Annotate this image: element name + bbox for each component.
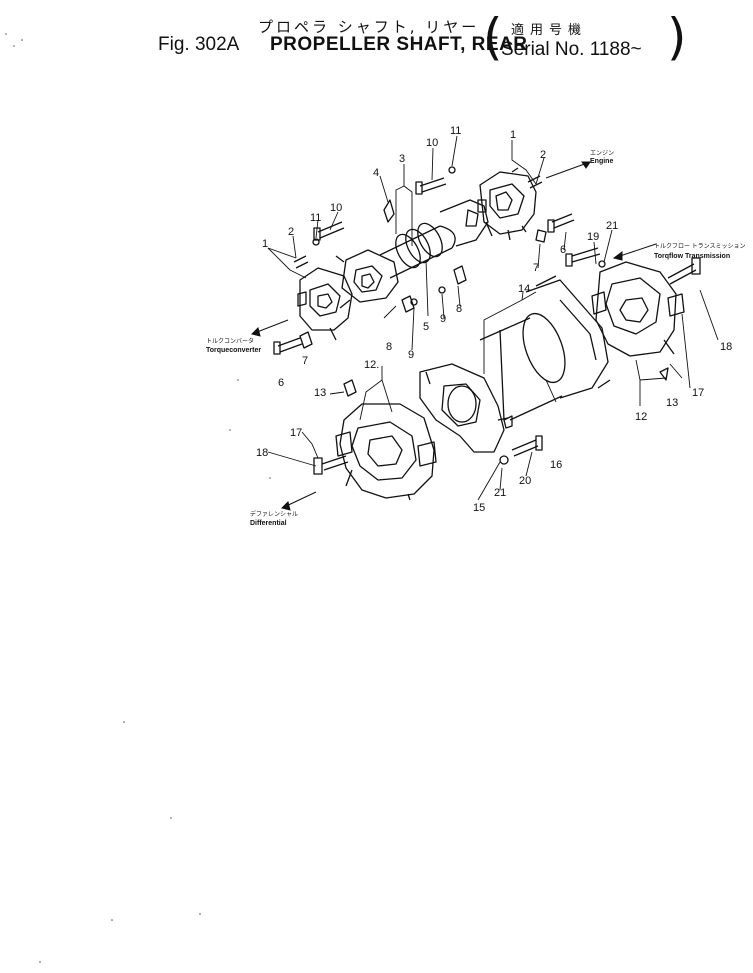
upper-shaft-tube [379, 199, 489, 279]
engine-label-jp: エンジン [590, 150, 614, 157]
callout-1-left: 1 [262, 238, 268, 250]
flange-yoke-torqflow-side [591, 261, 685, 357]
lower-shaft-tube [479, 275, 611, 421]
callout-9-left: 9 [408, 349, 414, 361]
callout-9-center: 9 [440, 313, 446, 325]
torqflow-label: Torqflow Transmission [654, 253, 730, 260]
callout-6-left: 6 [278, 377, 284, 389]
callout-4: 4 [373, 167, 379, 179]
callout-15: 15 [473, 502, 485, 514]
callout-11-left: 11 [310, 212, 321, 224]
callout-7-left: 7 [302, 355, 308, 367]
callout-8-center: 8 [456, 303, 462, 315]
leader-lines [267, 135, 719, 501]
direction-arrows [251, 161, 657, 511]
serial-number: Serial No. 1188~ [501, 39, 642, 60]
callout-13-left: 13 [314, 387, 326, 399]
flange-yoke-differential-side [335, 403, 437, 501]
callout-12-right: 12 [635, 411, 647, 423]
clip-13-right [659, 367, 669, 381]
page-title: PROPELLER SHAFT, REAR [270, 34, 528, 55]
callout-13-right: 13 [666, 397, 678, 409]
scan-noise [5, 33, 271, 963]
torqueconverter-label: Torqueconverter [206, 347, 261, 354]
callout-21-right: 21 [606, 220, 618, 232]
differential-label: Differential [250, 520, 287, 527]
callout-10-left: 10 [330, 202, 342, 214]
callout-18-left: 18 [256, 447, 268, 459]
callout-21-lower: 21 [494, 487, 506, 499]
left-paren-glyph: ( [483, 8, 503, 66]
callout-18-right: 18 [720, 341, 732, 353]
right-paren-glyph: ) [667, 8, 687, 66]
engine-label: Engine [590, 158, 613, 165]
figure-number: Fig. 302A [158, 34, 240, 55]
lower-shaft-left-flange [419, 363, 513, 453]
differential-label-jp: デファレンシャル [250, 510, 298, 518]
callout-12-left: 12. [364, 359, 379, 371]
callout-2-engine: 2 [540, 149, 546, 161]
flange-yoke-engine-side [477, 167, 537, 241]
upper-shaft-left-yoke [335, 249, 399, 309]
callout-8-left: 8 [386, 341, 392, 353]
differential-bolt [313, 455, 349, 475]
torqueconverter-label-jp: トルクコンバータ [206, 337, 254, 345]
flange-yoke-torqueconverter-side [297, 267, 353, 341]
torqflow-label-jp: トルクフロー トランスミッション [654, 243, 746, 250]
callout-19: 19 [587, 231, 599, 243]
callout-6-upper: 6 [560, 244, 566, 256]
torqflow-bolt [667, 257, 701, 285]
callout-17-right: 17 [692, 387, 704, 399]
clip-13-left [343, 379, 357, 397]
callout-labels: 1 2 11 10 3 4 10 11 2 1 6 7 19 21 5 9 8 … [256, 125, 732, 514]
direction-labels: エンジン Engine トルクフロー トランスミッション Torqflow Tr… [206, 150, 746, 527]
serial-label-japanese: 適用号機 [511, 23, 588, 38]
callout-5: 5 [423, 321, 429, 333]
callout-11-top: 11 [450, 125, 461, 137]
callout-17-left: 17 [290, 427, 302, 439]
callout-14: 14 [518, 283, 530, 295]
upper-bolts [273, 166, 606, 355]
callout-10-top: 10 [426, 137, 438, 149]
callout-3: 3 [399, 153, 405, 165]
serial-applicability: ( 適用号機 Serial No. 1188~ ) [483, 9, 687, 69]
callout-1-engine: 1 [510, 129, 516, 141]
callout-20: 20 [519, 475, 531, 487]
callout-16: 16 [550, 459, 562, 471]
title-japanese: プロペラ シャフト, リヤー [258, 18, 480, 36]
callout-7-upper: 7 [533, 262, 539, 274]
callout-2-left: 2 [288, 226, 294, 238]
lower-bolt-20 [499, 435, 543, 465]
